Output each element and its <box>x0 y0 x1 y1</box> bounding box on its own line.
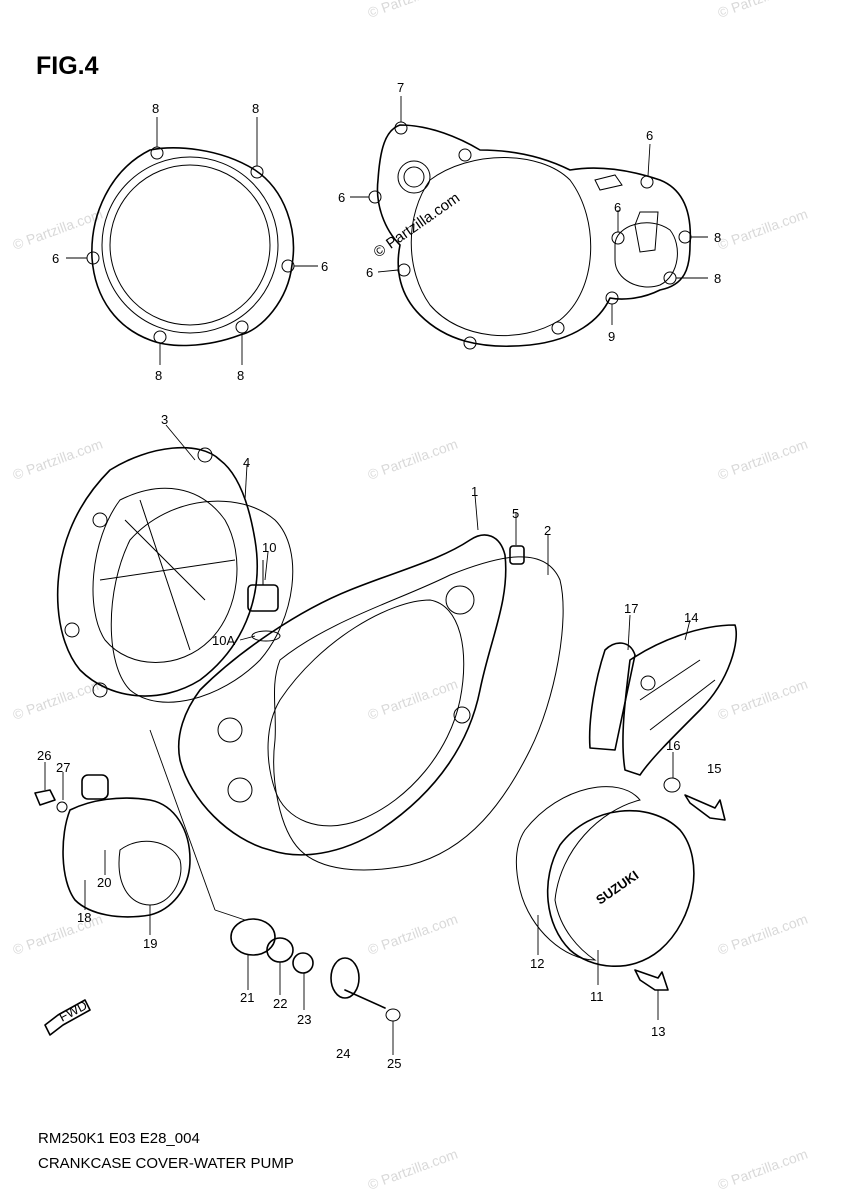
callout-number: 2 <box>544 523 551 538</box>
impeller-part <box>230 918 401 1022</box>
watermark-text: © Partzilla.com <box>366 911 460 958</box>
callout-number: 19 <box>143 936 157 951</box>
callout-number: 12 <box>530 956 544 971</box>
watermark-text: © Partzilla.com <box>366 1146 460 1193</box>
watermark-text: © Partzilla.com <box>366 436 460 483</box>
watermark-text: © Partzilla.com <box>716 911 810 958</box>
fwd-arrow-icon: FWD <box>44 998 91 1036</box>
watermark-text: © Partzilla.com <box>716 1146 810 1193</box>
callout-number: 8 <box>714 271 721 286</box>
clutch-cover-part <box>56 446 259 698</box>
water-pump-housing <box>62 774 191 918</box>
callout-number: 25 <box>387 1056 401 1071</box>
callout-number: 6 <box>338 190 345 205</box>
watermark-text: © Partzilla.com <box>11 206 105 253</box>
callout-number: 6 <box>646 128 653 143</box>
callout-number: 20 <box>97 875 111 890</box>
magneto-gasket <box>515 786 641 961</box>
callout-number: 16 <box>666 738 680 753</box>
fwd-label: FWD <box>56 998 89 1025</box>
watermark-text: © Partzilla.com <box>11 436 105 483</box>
callout-number: 22 <box>273 996 287 1011</box>
callout-number: 3 <box>161 412 168 427</box>
watermark-text: © Partzilla.com <box>716 436 810 483</box>
callout-number: 8 <box>155 368 162 383</box>
bracket-part <box>588 642 636 751</box>
callout-number: 18 <box>77 910 91 925</box>
callout-number: 10 <box>262 540 276 555</box>
clutch-cover-gasket <box>110 500 294 703</box>
callout-number: 26 <box>37 748 51 763</box>
callout-number: 21 <box>240 990 254 1005</box>
watermark-text: © Partzilla.com <box>716 676 810 723</box>
callout-number: 6 <box>52 251 59 266</box>
callout-number: 6 <box>321 259 328 274</box>
leader-lines <box>350 96 708 325</box>
callout-number: 7 <box>397 80 404 95</box>
dowel-pin <box>509 545 525 565</box>
bolt-part <box>634 969 669 991</box>
callout-number: 4 <box>243 455 250 470</box>
watermarks: © Partzilla.com © Partzilla.com © Partzi… <box>11 0 810 1193</box>
callout-number: 8 <box>237 368 244 383</box>
callout-number: 6 <box>366 265 373 280</box>
leader-lines <box>44 424 691 1055</box>
callout-number: 13 <box>651 1024 665 1039</box>
clutch-cover-outline <box>86 146 295 347</box>
crankcase-cover-part <box>177 534 507 856</box>
callout-number: 8 <box>252 101 259 116</box>
caption-model-code: RM250K1 E03 E28_004 <box>38 1130 200 1147</box>
callout-labels: 8 8 6 6 8 8 7 6 6 6 6 8 8 9 3 4 10 10A 1… <box>37 80 721 1071</box>
callout-number: 15 <box>707 761 721 776</box>
callout-number: 11 <box>590 989 604 1004</box>
watermark-text: © Partzilla.com <box>366 0 460 21</box>
crankcase-gasket <box>273 556 564 871</box>
callout-number: 23 <box>297 1012 311 1027</box>
callout-number: 8 <box>152 101 159 116</box>
figure-caption: RM250K1 E03 E28_004 CRANKCASE COVER-WATE… <box>38 1126 294 1176</box>
crankcase-cover-outline <box>368 121 692 350</box>
callout-number: 24 <box>336 1046 350 1061</box>
caption-section-name: CRANKCASE COVER-WATER PUMP <box>38 1155 294 1172</box>
chain-guard-part <box>622 624 737 776</box>
pump-bolt <box>34 789 68 813</box>
callout-number: 27 <box>56 760 70 775</box>
watermark-text: © Partzilla.com <box>716 0 810 21</box>
callout-number: 17 <box>624 601 638 616</box>
watermark-main-text: © Partzilla.com <box>371 189 464 261</box>
callout-number: 10A <box>212 633 235 648</box>
watermark-text: © Partzilla.com <box>366 676 460 723</box>
magneto-cover-part: SUZUKI <box>546 810 695 968</box>
brand-logo: SUZUKI <box>593 867 641 907</box>
plug-part <box>247 560 281 642</box>
callout-number: 5 <box>512 506 519 521</box>
callout-number: 9 <box>608 329 615 344</box>
bolt-part <box>663 777 726 821</box>
figure-title: FIG.4 <box>36 52 99 80</box>
callout-number: 1 <box>471 484 478 499</box>
leader-lines <box>66 117 318 365</box>
callout-number: 8 <box>714 230 721 245</box>
watermark-text: © Partzilla.com <box>11 676 105 723</box>
callout-number: 6 <box>614 200 621 215</box>
callout-number: 14 <box>684 610 698 625</box>
watermark-text: © Partzilla.com <box>716 206 810 253</box>
